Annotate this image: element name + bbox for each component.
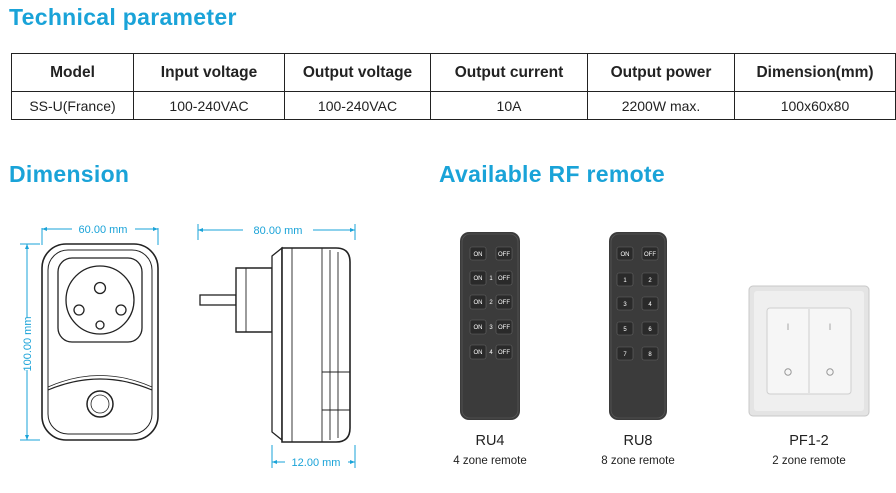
width-dimension-label: 60.00 mm: [79, 224, 128, 236]
panel-left-off-icon: [784, 368, 792, 376]
ru4-caption: RU4 4 zone remote: [440, 433, 540, 467]
cell-output-power: 2200W max.: [587, 91, 735, 120]
panel-right-off-icon: [826, 368, 834, 376]
ru4-button-grid: ON OFF ON 1 OFF ON 2 OFF ON 3 OFF ON 4 O…: [469, 246, 513, 360]
cell-output-current: 10A: [430, 91, 588, 120]
header-dimension: Dimension(mm): [734, 53, 896, 92]
ru8-remote: ON OFF 1 2 3 4 5 6 7 8: [609, 232, 667, 420]
spec-data-row: SS-U(France) 100-240VAC 100-240VAC 10A 2…: [11, 91, 896, 120]
remote-heading: Available RF remote: [439, 161, 665, 187]
cell-dimension: 100x60x80: [734, 91, 896, 120]
ru4-remote: ON OFF ON 1 OFF ON 2 OFF ON 3 OFF ON 4 O…: [460, 232, 520, 420]
dimension-heading: Dimension: [9, 161, 130, 187]
ru8-description: 8 zone remote: [601, 455, 675, 467]
pf1-2-description: 2 zone remote: [772, 455, 846, 467]
cell-model: SS-U(France): [11, 91, 134, 120]
ru4-zone3-off-label: OFF: [498, 325, 510, 331]
ru4-zone2-off-label: OFF: [498, 300, 510, 306]
panel-left-on-label: I: [787, 322, 790, 332]
header-input-voltage: Input voltage: [133, 53, 285, 92]
ru4-zone3-label: 3: [489, 325, 493, 331]
spec-table: Model Input voltage Output voltage Outpu…: [11, 53, 896, 120]
ru4-zone4-off-label: OFF: [498, 350, 510, 356]
ru4-off-label: OFF: [498, 252, 510, 258]
header-output-voltage: Output voltage: [284, 53, 431, 92]
header-output-power: Output power: [587, 53, 735, 92]
ru4-zone2-label: 2: [489, 300, 493, 306]
ru4-zone1-off-label: OFF: [498, 276, 510, 282]
ru8-zone7-label: 7: [623, 352, 627, 358]
spec-header-row: Model Input voltage Output voltage Outpu…: [11, 53, 896, 92]
pf1-2-caption: PF1-2 2 zone remote: [759, 433, 859, 467]
panel-right-on-label: I: [829, 322, 832, 332]
ru4-on-label: ON: [474, 252, 483, 258]
ru8-caption: RU8 8 zone remote: [588, 433, 688, 467]
ru8-on-label: ON: [621, 252, 630, 258]
plug-dimension-label: 12.00 mm: [292, 457, 341, 469]
ru8-name: RU8: [623, 433, 653, 449]
ru4-zone1-label: 1: [489, 276, 493, 282]
ru4-description: 4 zone remote: [453, 455, 527, 467]
ru4-zone1-on-label: ON: [474, 276, 483, 282]
ru8-off-label: OFF: [644, 252, 656, 258]
ru4-zone4-label: 4: [489, 350, 493, 356]
ru8-zone2-label: 2: [648, 278, 652, 284]
ru8-button-grid: ON OFF 1 2 3 4 5 6 7 8: [616, 246, 659, 361]
ru4-zone3-on-label: ON: [474, 325, 483, 331]
ru4-zone4-on-label: ON: [474, 350, 483, 356]
ru4-zone2-on-label: ON: [474, 300, 483, 306]
ru8-zone8-label: 8: [648, 352, 652, 358]
technical-heading: Technical parameter: [9, 4, 237, 30]
ru8-zone6-label: 6: [648, 327, 652, 333]
ru8-zone5-label: 5: [623, 327, 627, 333]
ru8-zone1-label: 1: [623, 278, 627, 284]
ru8-zone4-label: 4: [648, 302, 652, 308]
height-dimension-label: 100.00 mm: [22, 316, 34, 371]
depth-dimension-label: 80.00 mm: [254, 225, 303, 237]
pf1-2-wall-panel: I I: [748, 285, 870, 417]
ru8-zone3-label: 3: [623, 302, 627, 308]
cell-input-voltage: 100-240VAC: [133, 91, 285, 120]
pf1-2-name: PF1-2: [789, 433, 829, 449]
side-view-drawing: 80.00 mm 12.00 mm: [197, 224, 356, 469]
front-view-drawing: 60.00 mm 100.00 mm: [20, 224, 159, 441]
header-model: Model: [11, 53, 134, 92]
cell-output-voltage: 100-240VAC: [284, 91, 431, 120]
ru4-name: RU4: [475, 433, 505, 449]
